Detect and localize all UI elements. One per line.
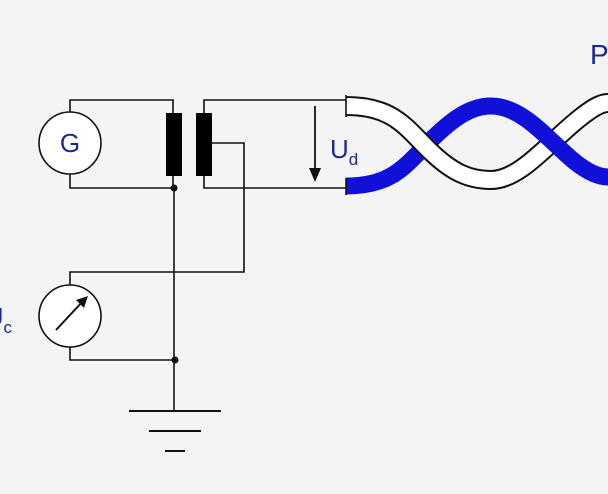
differential-voltage-label: Ud [330,134,358,169]
junction-dot-bottom [171,356,179,364]
transformer-primary-winding [166,113,182,176]
junction-dot-top [170,184,178,192]
cable-label: P [590,39,608,70]
generator-symbol [38,111,102,175]
meter-voltage-label: Uc [0,302,13,337]
differential-voltage-arrow [309,106,321,182]
twisted-pair-cable [345,93,608,195]
transformer-output-wire [203,99,346,189]
blue-conductor [345,97,608,195]
transformer-secondary-winding [196,113,212,176]
meter-needle-icon [55,296,88,331]
white-conductor-back [490,95,608,188]
white-conductor-front [345,98,492,188]
generator-label: G [60,128,80,158]
center-tap-wire [69,142,245,361]
ground-symbol [129,410,221,452]
